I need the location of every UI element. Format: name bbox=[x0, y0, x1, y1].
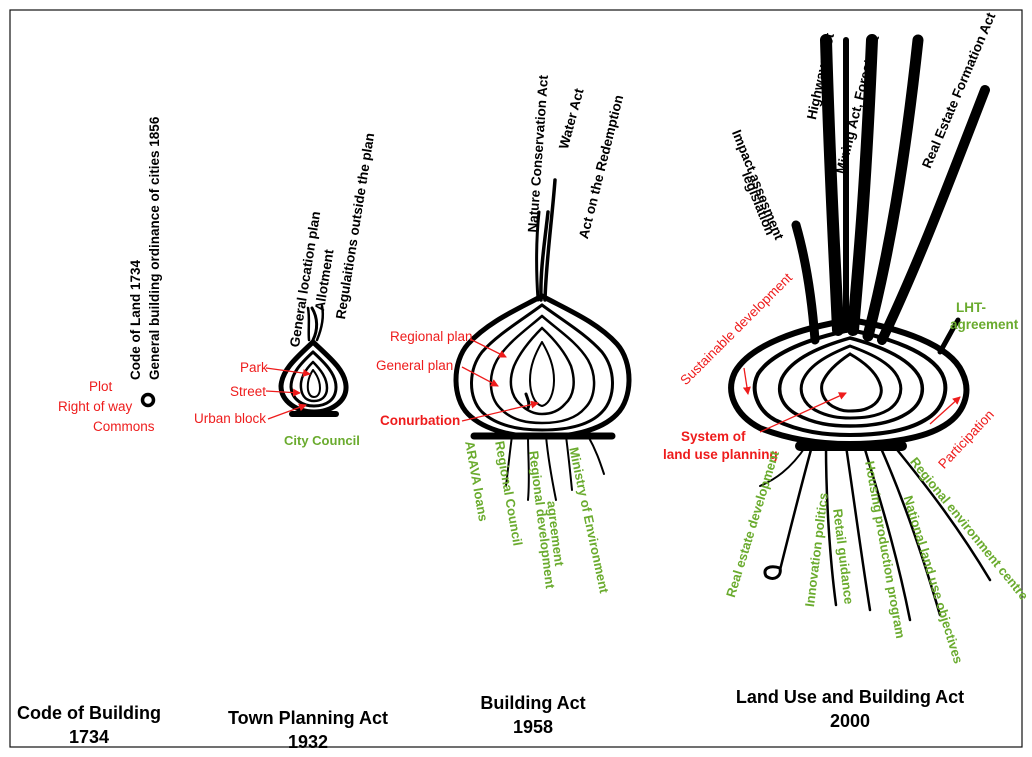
onion-2000 bbox=[728, 34, 992, 622]
stage-caption: Code of Building 1734 bbox=[14, 702, 164, 750]
red-label: Regional plan bbox=[390, 329, 473, 344]
leaf-label: General building ordinance of cities 185… bbox=[147, 116, 162, 380]
red-label: Conurbation bbox=[380, 413, 461, 428]
green-label: LHT- bbox=[956, 300, 986, 315]
red-label: Urban block bbox=[194, 411, 267, 426]
stage-caption: Land Use and Building Act 2000 bbox=[720, 686, 980, 734]
act-year: 1932 bbox=[287, 731, 329, 752]
red-label: Street bbox=[230, 384, 267, 399]
red-label: Plot bbox=[89, 379, 113, 394]
annotation-arrows bbox=[265, 338, 961, 433]
act-name: Building Act bbox=[480, 693, 586, 713]
act-name: Town Planning Act bbox=[228, 708, 388, 728]
red-label: Park bbox=[240, 360, 268, 375]
act-year: 2000 bbox=[829, 710, 871, 731]
red-label: General plan bbox=[376, 358, 454, 373]
act-year: 1734 bbox=[68, 726, 110, 747]
green-label: agreement bbox=[950, 317, 1019, 332]
act-year: 1958 bbox=[512, 716, 554, 737]
red-label: Right of way bbox=[58, 399, 133, 414]
stage-caption: Building Act 1958 bbox=[458, 692, 608, 740]
act-name: Code of Building bbox=[17, 703, 161, 723]
act-name: Land Use and Building Act bbox=[735, 687, 965, 707]
border-frame bbox=[9, 9, 1023, 748]
red-label: land use planning bbox=[663, 447, 778, 462]
onion-1932 bbox=[278, 304, 349, 417]
red-label: System of bbox=[681, 429, 746, 444]
leaf-label: Code of Land 1734 bbox=[128, 259, 143, 380]
onion-1734 bbox=[140, 392, 156, 408]
red-label: Commons bbox=[93, 419, 155, 434]
green-label: City Council bbox=[284, 433, 360, 448]
stage-caption: Town Planning Act 1932 bbox=[218, 707, 398, 755]
onion-1958 bbox=[453, 178, 632, 501]
